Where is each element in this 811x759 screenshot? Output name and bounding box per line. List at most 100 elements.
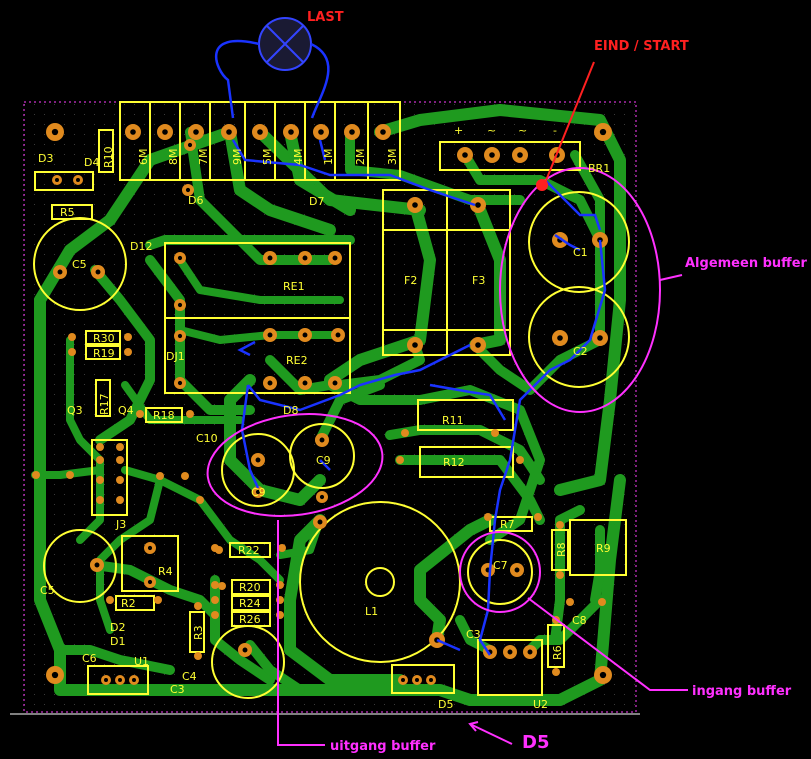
label-r19: R19 [93, 347, 115, 360]
via-pad [396, 456, 404, 464]
drill-hole [267, 255, 273, 261]
label-c3-left: C3 [170, 683, 185, 696]
via-pad [156, 472, 164, 480]
drill-hole [267, 380, 273, 386]
label-d3: D3 [38, 152, 53, 165]
label-f3: F3 [472, 274, 485, 287]
drill-hole [557, 335, 563, 341]
label-r26: R26 [239, 613, 261, 626]
via-pad [566, 598, 574, 606]
drill-hole [177, 380, 183, 386]
via-pad [181, 472, 189, 480]
drill-hole [242, 647, 248, 653]
drill-hole [257, 129, 263, 135]
via-pad [116, 476, 124, 484]
label-c9: C9 [316, 454, 331, 467]
label-d5: D5 [438, 698, 453, 711]
drill-hole [415, 678, 419, 682]
label-br1: BR1 [588, 162, 610, 175]
drill-hole [57, 269, 63, 275]
drill-hole [599, 128, 607, 136]
label-d2: D2 [110, 621, 125, 634]
drill-hole [332, 255, 338, 261]
label-bridge-tilde-1: ~ [487, 124, 496, 137]
via-pad [552, 668, 560, 676]
label-r7: R7 [500, 518, 515, 531]
via-pad [211, 596, 219, 604]
via-pad [278, 544, 286, 552]
label-bridge-tilde-2: ~ [518, 124, 527, 137]
annotation-general-buffer: Algemeen buffer [685, 256, 808, 271]
drill-hole [319, 437, 325, 443]
label-bridge-minus: - [553, 124, 557, 137]
via-pad [124, 333, 132, 341]
label-9m: 9M [231, 149, 244, 166]
drill-hole [288, 129, 294, 135]
via-pad [218, 582, 226, 590]
drill-hole [318, 129, 324, 135]
drill-hole [302, 380, 308, 386]
label-dj1: DJ1 [166, 350, 185, 363]
label-6m: 6M [137, 149, 150, 166]
annotation-end-start: EIND / START [594, 39, 689, 54]
drill-hole [193, 129, 199, 135]
label-7m: 7M [197, 149, 210, 166]
drill-hole [147, 545, 153, 551]
annotation-load: LAST [307, 10, 344, 25]
drill-hole [132, 678, 136, 682]
drill-hole [349, 129, 355, 135]
label-r9: R9 [596, 542, 611, 555]
label-r3: R3 [192, 625, 205, 640]
annotation-input-buffer: ingang buffer [692, 684, 792, 699]
label-8m: 8M [167, 149, 180, 166]
label-c8: C8 [572, 614, 587, 627]
drill-hole [255, 457, 261, 463]
label-r5: R5 [60, 206, 75, 219]
drill-hole [462, 152, 468, 158]
drill-hole [599, 671, 607, 679]
drill-hole [319, 494, 325, 500]
drill-hole [475, 202, 481, 208]
label-u2: U2 [533, 698, 548, 711]
via-pad [136, 410, 144, 418]
via-pad [106, 596, 114, 604]
label-c6: C6 [82, 652, 97, 665]
via-pad [116, 496, 124, 504]
label-r8: R8 [555, 542, 568, 557]
drill-hole [76, 178, 80, 182]
via-pad [68, 348, 76, 356]
via-pad [96, 443, 104, 451]
annotation-output-buffer: uitgang buffer [330, 739, 436, 754]
label-r22: R22 [238, 544, 260, 557]
label-1m: 1M [322, 149, 335, 166]
label-q3: Q3 [67, 404, 83, 417]
drill-hole [255, 489, 261, 495]
drill-hole [94, 562, 100, 568]
label-r4: R4 [158, 565, 173, 578]
annotation-d5-pointer: D5 [522, 732, 549, 753]
drill-hole [412, 342, 418, 348]
drill-hole [267, 332, 273, 338]
drill-hole [177, 333, 183, 339]
drill-hole [475, 342, 481, 348]
via-pad [154, 596, 162, 604]
via-pad [598, 598, 606, 606]
label-q4: Q4 [118, 404, 134, 417]
drill-hole [118, 678, 122, 682]
via-pad [32, 471, 40, 479]
drill-hole [162, 129, 168, 135]
drill-hole [177, 255, 183, 261]
label-r17: R17 [98, 393, 111, 415]
drill-hole [51, 671, 59, 679]
label-j3: J3 [115, 518, 126, 531]
label-c2: C2 [573, 345, 588, 358]
label-r18: R18 [153, 409, 175, 422]
label-c5-bottom: C5 [40, 584, 55, 597]
via-pad [68, 333, 76, 341]
drill-hole [147, 579, 153, 585]
pads-layer [32, 123, 612, 685]
drill-hole [514, 567, 520, 573]
drill-hole [332, 380, 338, 386]
drill-hole [51, 128, 59, 136]
